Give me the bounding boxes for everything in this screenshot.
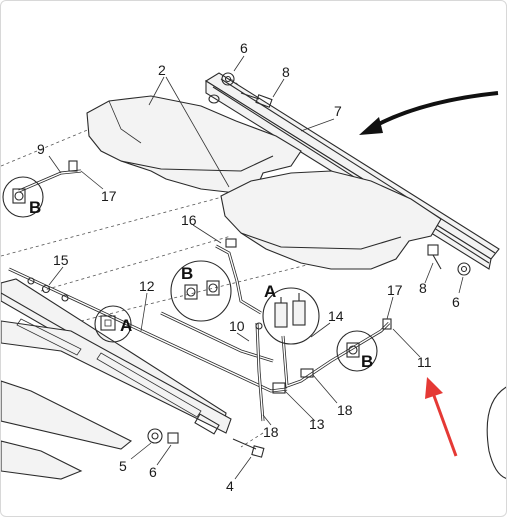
callout-6-bottom: 6 xyxy=(149,464,157,480)
callout-7: 7 xyxy=(334,103,342,119)
detail-b-right xyxy=(336,330,378,372)
callout-2: 2 xyxy=(158,62,166,78)
callout-18-right: 18 xyxy=(337,402,353,418)
rotation-arrow xyxy=(359,91,499,135)
callout-17-left: 17 xyxy=(101,188,117,204)
callout-4: 4 xyxy=(226,478,234,494)
callout-12: 12 xyxy=(139,278,155,294)
callout-8-top: 8 xyxy=(282,64,290,80)
leader-lines xyxy=(48,55,464,480)
callout-5: 5 xyxy=(119,458,127,474)
lower-rail xyxy=(1,278,232,480)
detail-a-right xyxy=(262,287,320,345)
callout-16: 16 xyxy=(181,212,197,228)
callout-15: 15 xyxy=(53,252,69,268)
detail-label-a-right: A xyxy=(264,282,276,301)
highlight-arrow xyxy=(425,377,458,457)
detail-label-a-left: A xyxy=(120,316,132,335)
detail-label-b-center: B xyxy=(181,264,193,283)
hardware-pieces xyxy=(27,72,471,458)
callout-6-right: 6 xyxy=(452,294,460,310)
callout-13: 13 xyxy=(309,416,325,432)
callout-numbers: 2 4 5 6 6 6 7 8 8 9 10 11 12 13 14 15 16… xyxy=(37,40,460,494)
rod-assembly xyxy=(8,169,391,422)
detail-b-left xyxy=(2,176,44,218)
callout-18-bottom: 18 xyxy=(263,424,279,440)
detail-a-left xyxy=(94,305,132,343)
detail-letters: A A B B B xyxy=(29,198,373,371)
callout-6-top: 6 xyxy=(240,40,248,56)
cropped-circle xyxy=(486,386,506,479)
detail-label-b-right: B xyxy=(361,352,373,371)
callout-14: 14 xyxy=(328,308,344,324)
callout-17-right: 17 xyxy=(387,282,403,298)
detail-b-center xyxy=(170,260,232,322)
callout-10: 10 xyxy=(229,318,245,334)
detail-label-b-left: B xyxy=(29,198,41,217)
callout-8-right: 8 xyxy=(419,280,427,296)
callout-9: 9 xyxy=(37,141,45,157)
lower-panel xyxy=(220,170,442,270)
callout-11: 11 xyxy=(417,354,432,370)
